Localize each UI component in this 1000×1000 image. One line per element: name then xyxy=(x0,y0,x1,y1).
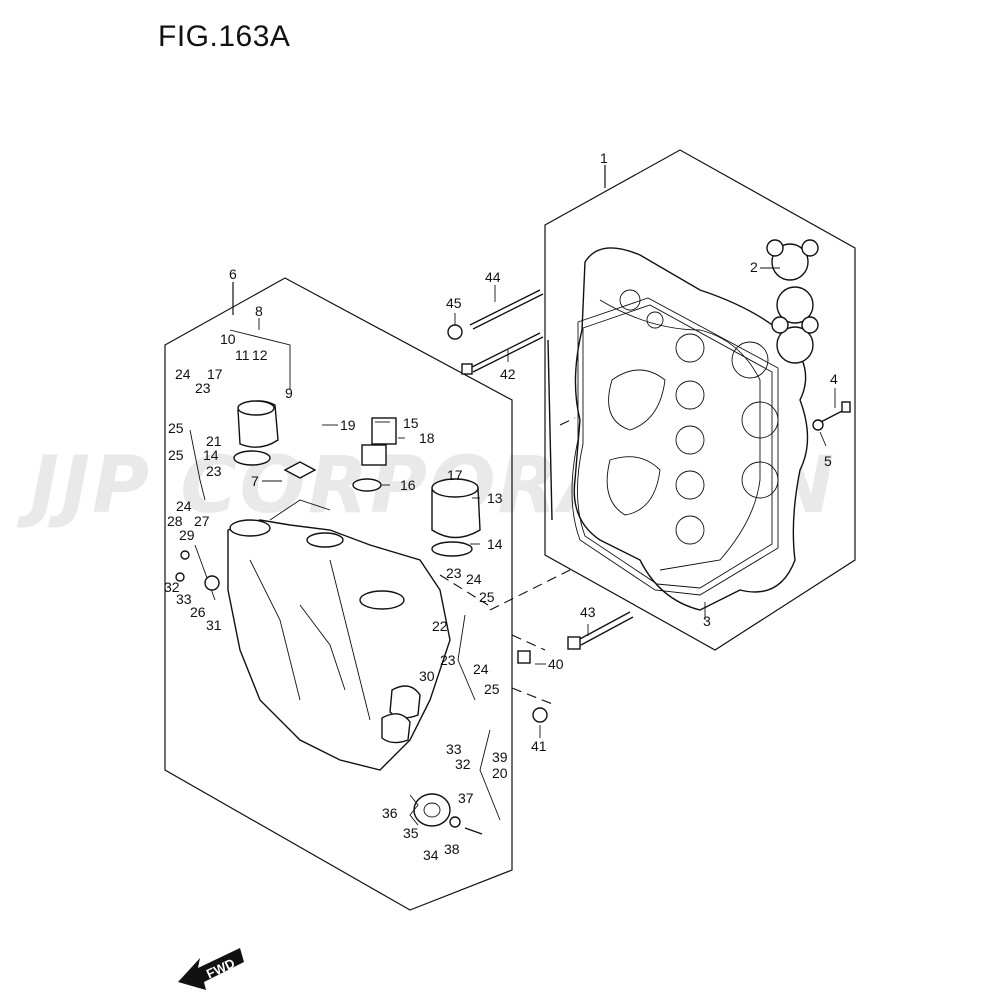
part-cover-plate xyxy=(573,247,809,611)
callout-13: 13 xyxy=(487,490,503,506)
gasket-14a xyxy=(233,450,271,466)
callout-44: 44 xyxy=(485,269,501,285)
gasket-14b xyxy=(431,541,473,557)
callout-3: 3 xyxy=(703,613,711,629)
callout-16: 16 xyxy=(400,477,416,493)
callout-7: 7 xyxy=(251,473,259,489)
callout-39: 39 xyxy=(492,749,508,765)
callout-40: 40 xyxy=(548,656,564,672)
gasket-2 xyxy=(766,239,819,364)
callout-25c: 25 xyxy=(479,589,495,605)
nut-45 xyxy=(447,324,463,340)
callout-33a: 33 xyxy=(176,591,192,607)
callout-19: 19 xyxy=(340,417,356,433)
bolt-42-head xyxy=(461,363,473,375)
callout-35: 35 xyxy=(403,825,419,841)
rod-22 xyxy=(457,614,476,701)
o-ring-16 xyxy=(352,478,382,492)
callout-21: 21 xyxy=(206,433,222,449)
intake-manifold-body xyxy=(227,499,451,771)
callout-22: 22 xyxy=(432,618,448,634)
callout-25b: 25 xyxy=(168,447,184,463)
callout-24a: 24 xyxy=(175,366,191,382)
callout-26: 26 xyxy=(190,604,206,620)
callout-24b: 24 xyxy=(176,498,192,514)
callout-4: 4 xyxy=(830,371,838,387)
callout-24c: 24 xyxy=(466,571,482,587)
callout-33b: 33 xyxy=(446,741,462,757)
nut-41 xyxy=(532,707,548,723)
callout-28: 28 xyxy=(167,513,183,529)
callout-17a: 17 xyxy=(207,366,223,382)
callout-18: 18 xyxy=(419,430,435,446)
rod-21 xyxy=(189,429,206,501)
callout-41: 41 xyxy=(531,738,547,754)
assembly-6-frame xyxy=(164,277,513,911)
callout-30: 30 xyxy=(419,668,435,684)
callout-25d: 25 xyxy=(484,681,500,697)
bolt-42 xyxy=(469,332,541,369)
callout-labels: 1 2 3 4 5 6 7 8 9 10 11 12 13 14 14 15 1… xyxy=(164,150,838,863)
callout-42: 42 xyxy=(500,366,516,382)
callout-10: 10 xyxy=(220,331,236,347)
throttle-body-13 xyxy=(431,478,481,539)
callout-36: 36 xyxy=(382,805,398,821)
part-31 xyxy=(204,575,220,591)
callout-1: 1 xyxy=(600,150,608,166)
callout-32b: 32 xyxy=(455,756,471,772)
washer-5 xyxy=(812,419,824,431)
callout-5: 5 xyxy=(824,453,832,469)
callout-34: 34 xyxy=(423,847,439,863)
leader-lines xyxy=(229,267,836,738)
bolt-44 xyxy=(469,289,541,326)
callout-23a: 23 xyxy=(195,380,211,396)
fwd-label: FWD xyxy=(204,955,237,981)
callout-15: 15 xyxy=(403,415,419,431)
callout-38: 38 xyxy=(444,841,460,857)
bolt-37 xyxy=(464,827,483,835)
callout-14b: 14 xyxy=(487,536,503,552)
callout-25a: 25 xyxy=(168,420,184,436)
gasket-3 xyxy=(571,297,779,596)
callout-14a: 14 xyxy=(203,447,219,463)
figure-title: FIG.163A xyxy=(158,20,291,53)
callout-8: 8 xyxy=(255,303,263,319)
callout-9: 9 xyxy=(285,385,293,401)
rod-27 xyxy=(194,544,216,601)
callout-23b: 23 xyxy=(206,463,222,479)
callout-24d: 24 xyxy=(473,661,489,677)
callout-37: 37 xyxy=(458,790,474,806)
callout-27: 27 xyxy=(194,513,210,529)
fwd-direction-arrow: FWD xyxy=(178,948,244,990)
callout-6: 6 xyxy=(229,266,237,282)
bolt-40 xyxy=(517,650,531,664)
bolt-43 xyxy=(577,611,631,641)
callout-29: 29 xyxy=(179,527,195,543)
callout-11: 11 xyxy=(235,347,250,363)
callout-43: 43 xyxy=(580,604,596,620)
cable-run xyxy=(547,339,553,521)
callout-31: 31 xyxy=(206,617,222,633)
part-7 xyxy=(283,461,317,479)
callout-23d: 23 xyxy=(440,652,456,668)
rod-20 xyxy=(479,729,501,821)
sensor-8 xyxy=(237,400,279,448)
washer-38 xyxy=(449,816,461,828)
callout-45: 45 xyxy=(446,295,462,311)
callout-2: 2 xyxy=(750,259,758,275)
callout-23c: 23 xyxy=(446,565,462,581)
assembly-1-frame xyxy=(544,149,856,651)
callout-20: 20 xyxy=(492,765,508,781)
callout-17b: 17 xyxy=(447,467,463,483)
pulley-34 xyxy=(413,793,451,827)
callout-32a: 32 xyxy=(164,579,180,595)
callout-12: 12 xyxy=(252,347,268,363)
spring-35 xyxy=(409,794,419,826)
part-30 xyxy=(389,685,421,719)
